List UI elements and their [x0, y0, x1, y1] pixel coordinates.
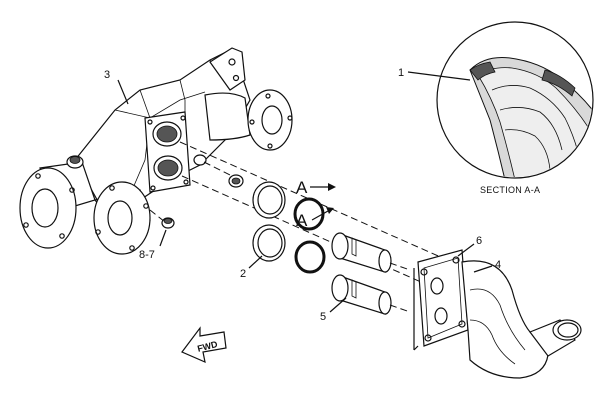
callout-5: 5	[320, 311, 326, 323]
bolt-8-7: 8-7	[139, 217, 175, 261]
section-detail: SECTION A-A 1	[398, 21, 594, 195]
callout-8-7: 8-7	[139, 249, 155, 261]
seal-rings: A A	[293, 178, 336, 274]
gaskets: 2	[240, 181, 286, 280]
elbow-duct: 4 6	[413, 235, 582, 379]
flange-left	[19, 167, 77, 249]
callout-1-leader	[407, 71, 471, 81]
flange-lower	[93, 181, 151, 255]
callout-3-leader	[117, 79, 129, 105]
callout-2-leader	[248, 255, 263, 269]
forward-arrow: FWD	[181, 326, 227, 364]
callout-4: 4	[495, 259, 501, 271]
section-caption: SECTION A-A	[480, 185, 540, 195]
callout-4-leader	[473, 265, 493, 273]
housing: 3	[19, 47, 293, 255]
sleeves: 5	[320, 232, 411, 323]
callout-2: 2	[240, 268, 246, 280]
fwd-arrow-icon	[181, 326, 227, 364]
fitting-nut	[228, 174, 244, 188]
fwd-label: FWD	[196, 339, 219, 354]
port-face	[144, 111, 191, 193]
callout-6: 6	[476, 235, 482, 247]
detail-circle	[436, 21, 594, 179]
section-marker-top: A	[296, 178, 308, 197]
flange-right	[247, 89, 293, 151]
callout-1: 1	[398, 67, 404, 79]
callout-6-leader	[457, 243, 475, 257]
callout-3: 3	[104, 69, 110, 81]
section-marker-bottom: A	[296, 211, 308, 230]
callout-5-leader	[329, 297, 347, 313]
